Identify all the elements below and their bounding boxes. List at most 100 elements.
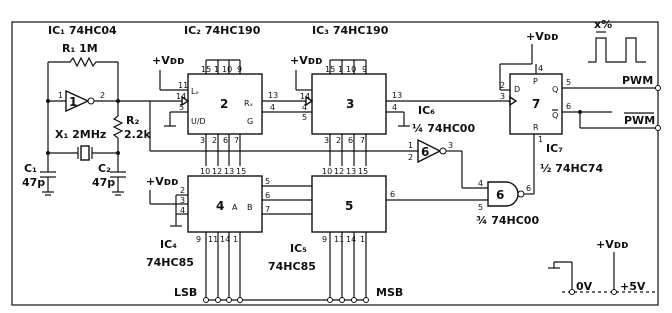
supply-5v-label: +5V [620,280,646,293]
svg-text:11: 11 [334,235,344,244]
svg-text:2: 2 [500,81,505,90]
svg-text:7: 7 [265,205,270,214]
supply-vdd-label: +Vᴅᴅ [596,238,629,251]
svg-text:6: 6 [348,136,353,145]
svg-text:12: 12 [212,167,222,176]
ic2-vdd-label: +Vᴅᴅ [152,54,185,67]
pwm-output-label: PWM [622,74,653,87]
ic4-number: 4 [216,199,224,213]
svg-text:5: 5 [179,103,184,112]
svg-text:5: 5 [265,177,270,186]
ic1-gate-number: 1 [69,95,77,109]
svg-text:4: 4 [302,103,307,112]
c1-label: C₁ [24,162,37,175]
svg-text:U/D: U/D [191,117,206,126]
svg-text:3: 3 [180,196,185,205]
svg-text:1: 1 [538,135,543,144]
svg-text:1: 1 [58,91,63,100]
svg-text:15: 15 [201,65,211,74]
r2-value: 2.2k [124,128,151,141]
pwm-waveform-icon [588,37,646,63]
ic3-counter [311,73,387,135]
svg-text:10: 10 [200,167,210,176]
svg-text:3: 3 [324,136,329,145]
ic2-label: IC₂ 74HC190 [184,24,261,37]
svg-text:1: 1 [214,65,219,74]
svg-text:13: 13 [268,91,278,100]
lsb-label: LSB [174,286,197,299]
ground-0v-label: 0V [576,280,593,293]
ic3-label: IC₃ 74HC190 [312,24,389,37]
ic2-number: 2 [220,97,228,111]
svg-text:5: 5 [566,78,571,87]
ic2-counter [187,73,263,135]
ic7-vdd-label: +Vᴅᴅ [526,30,559,43]
svg-text:1: 1 [360,235,365,244]
svg-text:14: 14 [220,235,230,244]
ic4-comparator [187,175,263,233]
pwm-inverted-output-label: PWM [624,114,655,127]
svg-text:2: 2 [336,136,341,145]
board-frame [11,21,659,306]
svg-text:3: 3 [448,141,453,150]
duty-cycle-label: x% [594,18,612,31]
ic4-vdd-label: +Vᴅᴅ [146,175,179,188]
svg-text:6: 6 [566,102,571,111]
c1-value: 47p [22,176,45,189]
svg-text:Lₒ: Lₒ [191,87,199,96]
svg-text:10: 10 [322,167,332,176]
crystal-x1 [80,145,90,161]
ic4-label: IC₄ [160,238,177,251]
svg-text:14: 14 [346,235,356,244]
ic5-number: 5 [345,199,353,213]
ic3-number: 3 [346,97,354,111]
svg-text:15: 15 [325,65,335,74]
ic3-vdd-label: +Vᴅᴅ [290,54,323,67]
svg-text:5: 5 [302,113,307,122]
ic6-number: 6 [421,145,429,159]
svg-text:1: 1 [338,65,343,74]
svg-text:9: 9 [237,65,242,74]
svg-text:B: B [247,203,253,212]
svg-text:12: 12 [334,167,344,176]
svg-text:11: 11 [208,235,218,244]
ic4-part: 74HC85 [146,256,194,269]
svg-text:4: 4 [270,103,275,112]
nand-gate-number: 6 [496,188,504,202]
svg-text:5: 5 [478,203,483,212]
svg-text:Q: Q [552,111,558,120]
c2-label: C₂ [98,162,111,175]
svg-text:D: D [514,85,520,94]
svg-text:11: 11 [178,81,188,90]
svg-text:Q: Q [552,85,558,94]
svg-text:2: 2 [180,186,185,195]
svg-text:1: 1 [233,235,238,244]
svg-text:4: 4 [478,179,483,188]
svg-text:10: 10 [346,65,356,74]
svg-text:3: 3 [200,136,205,145]
ic1-label: IC₁ 74HC04 [48,24,117,37]
ic6-part: ¼ 74HC00 [412,122,475,135]
svg-text:1: 1 [408,141,413,150]
svg-text:G: G [247,117,253,126]
svg-text:10: 10 [222,65,232,74]
ic7-flip-flop [509,73,563,135]
svg-text:2: 2 [408,153,413,162]
r1-label: R₁ 1M [62,42,98,55]
svg-text:6: 6 [526,184,531,193]
ic5-part: 74HC85 [268,260,316,273]
svg-text:15: 15 [236,167,246,176]
nand-gate-part: ¾ 74HC00 [476,214,539,227]
svg-text:9: 9 [196,235,201,244]
svg-text:13: 13 [224,167,234,176]
svg-text:14: 14 [300,92,310,101]
svg-text:9: 9 [362,65,367,74]
svg-text:14: 14 [176,92,186,101]
svg-text:15: 15 [358,167,368,176]
ic5-label: IC₅ [290,242,307,255]
svg-text:6: 6 [390,190,395,199]
svg-text:6: 6 [265,191,270,200]
svg-text:3: 3 [500,92,505,101]
ic7-label: IC₇ [546,142,563,155]
svg-text:R: R [533,123,539,132]
